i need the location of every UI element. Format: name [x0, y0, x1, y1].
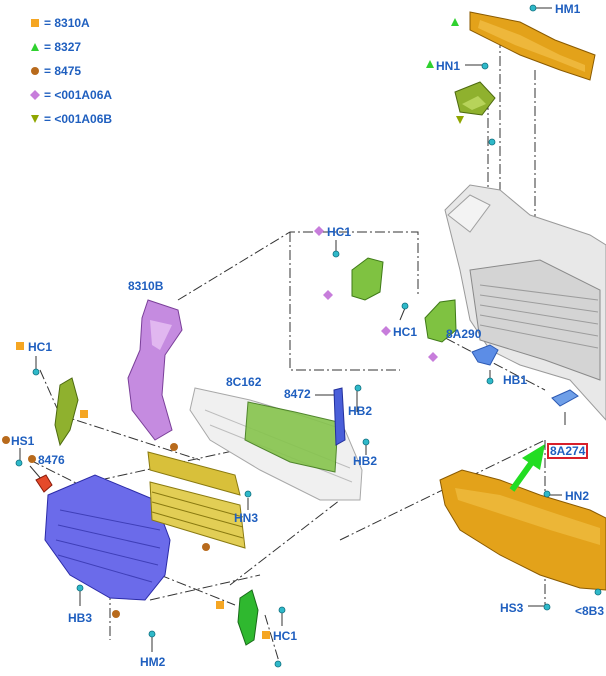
callout-hb2-a[interactable]: HB2 — [348, 404, 373, 418]
fastener-hc1-top — [332, 250, 340, 258]
blue-grille-assembly — [44, 474, 171, 601]
direction-arrow-icon — [509, 444, 545, 492]
fastener-top — [488, 138, 496, 146]
orange-upper-brace — [469, 11, 596, 81]
fastener-hs1 — [15, 459, 23, 467]
diamond-symbol-icon — [314, 226, 324, 236]
olive-bracket-left — [54, 377, 79, 447]
callout-hc1-bottom[interactable]: HC1 — [273, 629, 298, 643]
blue-bracket-8472 — [333, 387, 346, 446]
leader-lines — [19, 7, 566, 652]
fastener-8b3 — [594, 588, 602, 596]
callout-8310b[interactable]: 8310B — [128, 279, 164, 293]
circle-symbol-icon — [28, 455, 36, 463]
square-symbol-icon — [216, 601, 224, 609]
fastener-hb3 — [76, 584, 84, 592]
green-shield — [244, 401, 339, 473]
green-bracket-mid-upper — [351, 257, 384, 301]
triangle-symbol-icon — [451, 18, 459, 26]
fastener-hn1 — [481, 62, 489, 70]
square-symbol-icon — [80, 410, 88, 418]
diamond-symbol-icon — [30, 90, 40, 100]
legend-item-001a06b: = <001A06B — [30, 112, 112, 126]
fastener-hc1-left — [32, 368, 40, 376]
callout-hb2-b[interactable]: HB2 — [353, 454, 378, 468]
circle-symbol-icon — [31, 67, 39, 75]
callout-8472[interactable]: 8472 — [284, 387, 311, 401]
legend-item-8310a: = 8310A — [30, 16, 90, 30]
square-symbol-icon — [262, 631, 270, 639]
fastener-hb1 — [486, 377, 494, 385]
callout-8476[interactable]: 8476 — [38, 453, 65, 467]
olive-bracket-top — [454, 81, 496, 116]
callout-hb3[interactable]: HB3 — [68, 611, 93, 625]
orange-lower-shield — [439, 469, 606, 591]
purple-duct-8310b — [127, 299, 183, 441]
callout-hm1[interactable]: HM1 — [555, 2, 581, 16]
callout-hn2[interactable]: HN2 — [565, 489, 590, 503]
legend-item-8327: = 8327 — [30, 40, 81, 54]
fastener-hm1 — [529, 4, 537, 12]
triangle-symbol-icon — [31, 43, 39, 51]
fastener-hm2 — [148, 630, 156, 638]
diamond-symbol-icon — [428, 352, 438, 362]
callout-8b3[interactable]: <8B3 — [575, 604, 605, 618]
fastener-hc1-mid — [401, 302, 409, 310]
callout-hc1-left[interactable]: HC1 — [28, 340, 53, 354]
triangle-symbol-icon — [426, 60, 434, 68]
triangle-down-symbol-icon — [456, 116, 464, 124]
callout-8a274-highlighted[interactable]: 8A274 — [547, 443, 589, 459]
circle-symbol-icon — [202, 543, 210, 551]
circle-symbol-icon — [170, 443, 178, 451]
triangle-down-symbol-icon — [31, 115, 39, 123]
legend-label: = 8327 — [44, 40, 82, 54]
red-part-8476 — [35, 474, 53, 493]
green-bracket-mid-lower — [424, 299, 457, 343]
fasteners — [15, 4, 602, 668]
legend-label: = <001A06B — [44, 112, 113, 126]
circle-symbol-icon — [2, 436, 10, 444]
diamond-symbol-icon — [323, 290, 333, 300]
legend-item-001a06a: = <001A06A — [30, 88, 112, 102]
green-bracket-bottom — [237, 589, 259, 646]
radiator-support-assembly — [444, 184, 606, 421]
fastener-hs3 — [543, 603, 551, 611]
callout-8a290[interactable]: 8A290 — [446, 327, 482, 341]
callout-hm2[interactable]: HM2 — [140, 655, 166, 669]
part-8a274-bracket — [551, 389, 579, 407]
callout-hn3[interactable]: HN3 — [234, 511, 259, 525]
callout-hc1-mid[interactable]: HC1 — [393, 325, 418, 339]
callout-8c162[interactable]: 8C162 — [226, 375, 262, 389]
diamond-symbol-icon — [381, 326, 391, 336]
square-symbol-icon — [31, 19, 39, 27]
fastener-hn3 — [244, 490, 252, 498]
fastener-bottom — [274, 660, 282, 668]
legend-label: = <001A06A — [44, 88, 113, 102]
drawing-symbols — [2, 18, 464, 639]
fastener-hc1-bottom — [278, 606, 286, 614]
legend-item-8475: = 8475 — [30, 64, 81, 78]
fastener-hn2 — [543, 490, 551, 498]
legend-label: = 8475 — [44, 64, 82, 78]
legend-label: = 8310A — [44, 16, 90, 30]
callout-hs3[interactable]: HS3 — [500, 601, 524, 615]
callout-hc1-top[interactable]: HC1 — [327, 225, 352, 239]
callout-hn1[interactable]: HN1 — [436, 59, 461, 73]
callout-hs1[interactable]: HS1 — [11, 434, 35, 448]
yellow-grille-bars — [147, 451, 246, 549]
circle-symbol-icon — [112, 610, 120, 618]
square-symbol-icon — [16, 342, 24, 350]
blue-bracket-8a290 — [471, 344, 499, 366]
fastener-hb2-a — [354, 384, 362, 392]
fastener-hb2-b — [362, 438, 370, 446]
callout-hb1[interactable]: HB1 — [503, 373, 528, 387]
